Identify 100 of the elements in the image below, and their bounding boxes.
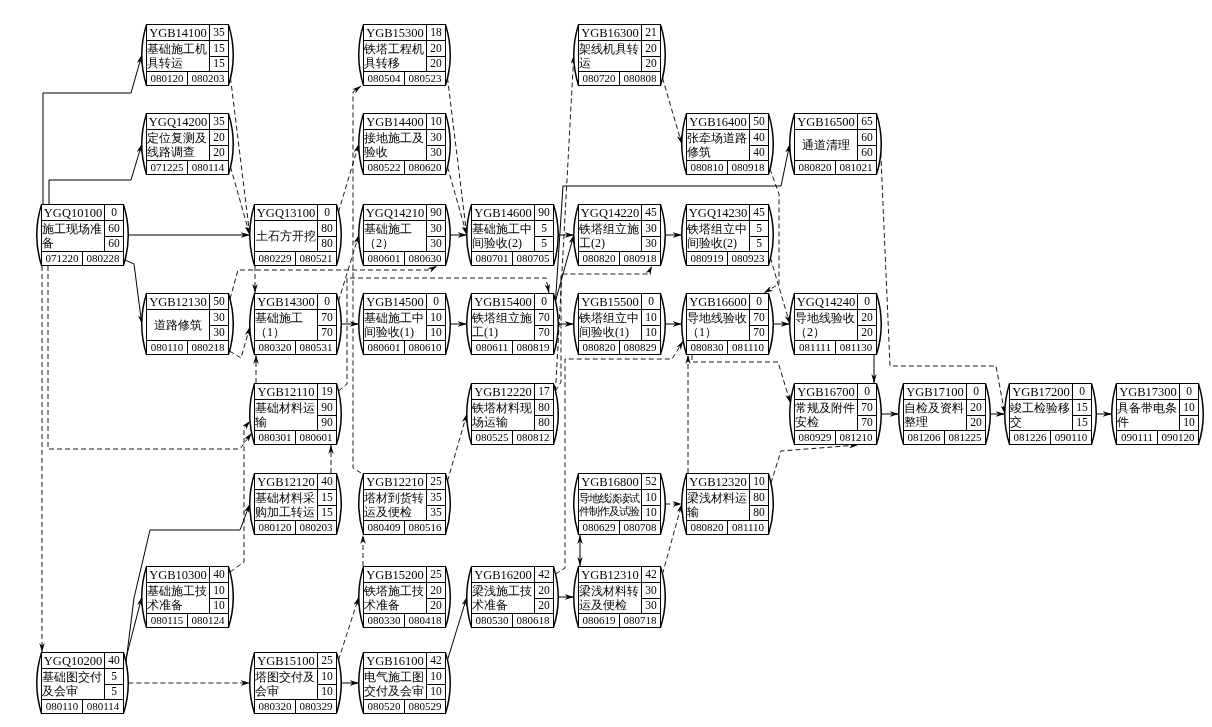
date-cell: 080629 bbox=[578, 520, 620, 535]
date-cell: 080228 bbox=[82, 251, 124, 266]
activity-node bbox=[357, 293, 451, 355]
activity-node bbox=[788, 293, 882, 355]
name-cell: 定位复测及线路调查 bbox=[146, 129, 210, 161]
date-cell: 080619 bbox=[578, 613, 620, 628]
date-cell: 080330 bbox=[363, 613, 405, 628]
arrow bbox=[127, 232, 251, 238]
date-cell: 080229 bbox=[254, 251, 296, 266]
activity-node bbox=[572, 293, 666, 355]
name-cell: 具备带电条件 bbox=[1116, 399, 1180, 431]
date-cell: 081210 bbox=[835, 430, 877, 445]
arrow bbox=[449, 321, 468, 327]
activity-node bbox=[788, 113, 882, 175]
activity-node bbox=[788, 383, 882, 445]
date-cell: 080203 bbox=[295, 520, 337, 535]
activity-node bbox=[465, 383, 559, 445]
name-cell: 塔图交付及会审 bbox=[254, 668, 318, 700]
name-cell: 铁塔工程机具转移 bbox=[363, 40, 427, 72]
activity-node bbox=[680, 473, 774, 535]
date-cell: 080320 bbox=[254, 340, 296, 355]
date-cell: 071220 bbox=[41, 251, 83, 266]
date-cell: 080124 bbox=[187, 613, 229, 628]
date-cell: 080120 bbox=[254, 520, 296, 535]
date-cell: 080718 bbox=[619, 613, 661, 628]
activity-node bbox=[680, 113, 774, 175]
date-cell: 080530 bbox=[471, 613, 513, 628]
name-cell: 导地线验收（1） bbox=[686, 309, 750, 341]
name-cell: 自检及资料整理 bbox=[903, 399, 967, 431]
date-cell: 080529 bbox=[404, 699, 446, 714]
arrow bbox=[340, 321, 360, 327]
activity-node bbox=[248, 383, 342, 445]
double-arrow bbox=[577, 534, 583, 567]
name-cell: 铁塔组立施工(1) bbox=[471, 309, 535, 341]
date-cell: 080320 bbox=[254, 699, 296, 714]
activity-node bbox=[680, 293, 774, 355]
arrow bbox=[989, 411, 1006, 417]
activity-node bbox=[357, 473, 451, 535]
arrow bbox=[449, 232, 468, 238]
activity-node bbox=[357, 113, 451, 175]
date-cell: 080610 bbox=[404, 340, 446, 355]
date-cell: 080521 bbox=[295, 251, 337, 266]
activity-node bbox=[357, 566, 451, 628]
date-cell: 080820 bbox=[686, 520, 728, 535]
date-cell: 080110 bbox=[41, 699, 83, 714]
arrow bbox=[880, 411, 900, 417]
date-cell: 081130 bbox=[835, 340, 877, 355]
date-cell: 081206 bbox=[903, 430, 945, 445]
date-cell: 080830 bbox=[686, 340, 728, 355]
activity-node bbox=[465, 204, 559, 266]
date-cell: 080919 bbox=[686, 251, 728, 266]
activity-node bbox=[140, 113, 234, 175]
date-cell: 071225 bbox=[146, 160, 188, 175]
date-cell: 080520 bbox=[363, 699, 405, 714]
date-cell: 080820 bbox=[578, 340, 620, 355]
name-cell: 电气施工图交付及会审 bbox=[363, 668, 427, 700]
date-cell: 080329 bbox=[295, 699, 337, 714]
activity-node bbox=[572, 204, 666, 266]
name-cell: 基础材料运输 bbox=[254, 399, 318, 431]
date-cell: 080820 bbox=[794, 160, 836, 175]
date-cell: 080218 bbox=[187, 340, 229, 355]
name-cell: 基础材料采购加工转运 bbox=[254, 489, 318, 521]
activity-node bbox=[357, 24, 451, 86]
date-cell: 080820 bbox=[578, 251, 620, 266]
date-cell: 080114 bbox=[187, 160, 229, 175]
date-cell: 080522 bbox=[363, 160, 405, 175]
date-cell: 080918 bbox=[727, 160, 769, 175]
name-cell: 土石方开挖 bbox=[254, 220, 318, 252]
date-cell: 080601 bbox=[363, 251, 405, 266]
activity-node bbox=[248, 204, 342, 266]
date-cell: 081021 bbox=[835, 160, 877, 175]
name-cell: 导地线淡读试件制作及试验 bbox=[578, 489, 642, 521]
date-cell: 081225 bbox=[944, 430, 986, 445]
date-cell: 080409 bbox=[363, 520, 405, 535]
date-cell: 081226 bbox=[1009, 430, 1051, 445]
date-cell: 080301 bbox=[254, 430, 296, 445]
arrow bbox=[340, 680, 360, 686]
activity-node bbox=[1110, 383, 1204, 445]
name-cell: 梁浅材料运输 bbox=[686, 489, 750, 521]
date-cell: 090111 bbox=[1116, 430, 1158, 445]
date-cell: 080418 bbox=[404, 613, 446, 628]
date-cell: 080618 bbox=[512, 613, 554, 628]
arrow bbox=[772, 321, 791, 327]
name-cell: 铁塔施工技术准备 bbox=[363, 582, 427, 614]
date-cell: 080620 bbox=[404, 160, 446, 175]
arrow bbox=[557, 594, 575, 600]
name-cell: 塔材到货转运及便检 bbox=[363, 489, 427, 521]
activity-node bbox=[248, 293, 342, 355]
name-cell: 基础图交付及会审 bbox=[41, 668, 105, 700]
date-cell: 080810 bbox=[686, 160, 728, 175]
activity-node bbox=[465, 293, 559, 355]
name-cell: 常规及附件安检 bbox=[794, 399, 858, 431]
activity-node bbox=[248, 473, 342, 535]
date-cell: 090110 bbox=[1050, 430, 1092, 445]
date-cell: 080808 bbox=[619, 71, 661, 86]
name-cell: 基础施工技术准备 bbox=[146, 582, 210, 614]
activity-node bbox=[140, 566, 234, 628]
arrow bbox=[664, 321, 683, 327]
date-cell: 080812 bbox=[512, 430, 554, 445]
name-cell: 架线机具转运 bbox=[578, 40, 642, 72]
